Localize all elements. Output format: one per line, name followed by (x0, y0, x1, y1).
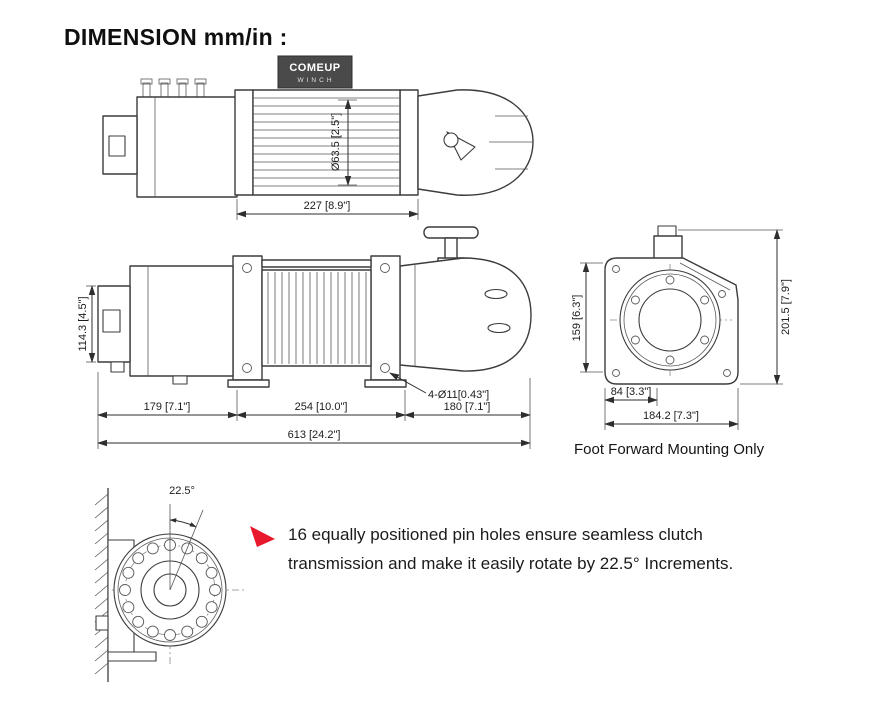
page-title: DIMENSION mm/in : (64, 24, 288, 50)
dim-seg-left-label: 179 [7.1"] (144, 401, 191, 413)
dim-end-outer-width-label: 184.2 [7.3"] (643, 410, 699, 422)
mount-hole-icon (380, 263, 390, 273)
feature-note-text: 16 equally positioned pin holes ensure s… (288, 525, 734, 573)
dim-end-inner-width-label: 84 [3.3"] (611, 386, 652, 398)
dim-drum-length-label: 227 [8.9"] (304, 200, 351, 212)
dim-rotation-angle-label: 22.5° (169, 485, 195, 497)
dim-side-segments: 179 [7.1"] 254 [10.0"] 180 [7.1"] (97, 372, 531, 449)
feature-note: 16 equally positioned pin holes ensure s… (250, 521, 750, 579)
brand-logo-plate: COMEUP WINCH (277, 55, 353, 89)
dim-mount-holes-label: 4-Ø11[0.43"] (428, 389, 489, 401)
end-view-body (604, 225, 739, 385)
drum-side (227, 255, 407, 388)
drum-top (234, 89, 419, 196)
dim-drum-diameter: Ø63.5 [2.5"] (330, 99, 357, 186)
dim-seg-center-label: 254 [10.0"] (295, 401, 348, 413)
dim-overall-label: 613 [24.2"] (288, 429, 341, 441)
clutch-housing-top (417, 89, 534, 196)
dim-overall-length: 613 [24.2"] (97, 429, 531, 447)
dim-side-height-label: 114.3 [4.5"] (77, 296, 89, 351)
logo-brand-text: COMEUP (289, 62, 340, 74)
motor-side (97, 265, 234, 385)
dim-end-widths: 84 [3.3"] 184.2 [7.3"] (604, 386, 739, 430)
dim-end-inner-height-label: 159 [6.3"] (571, 295, 583, 342)
dim-end-outer-height-label: 201.5 [7.9"] (780, 279, 792, 335)
logo-sub-text: WINCH (297, 77, 334, 84)
winch-top-view: COMEUP WINCH Ø63.5 [2.5"] 227 [8.9"] (102, 55, 534, 220)
foot-forward-caption: Foot Forward Mounting Only (574, 441, 765, 458)
mount-hole-icon (242, 263, 252, 273)
dim-seg-right-label: 180 [7.1"] (444, 401, 491, 413)
winch-end-view: 159 [6.3"] 201.5 [7.9"] 84 [3.3"] 184.2 … (571, 225, 792, 430)
dim-drum-diameter-label: Ø63.5 [2.5"] (330, 113, 342, 171)
dim-end-outer-height: 201.5 [7.9"] (678, 229, 792, 385)
mount-hole-icon (242, 363, 252, 373)
winch-side-view: 114.3 [4.5"] 4-Ø11[0.43"] 179 [7.1"] 254… (77, 226, 532, 449)
red-arrow-icon (250, 526, 275, 547)
clutch-housing-side (399, 257, 532, 372)
dim-end-inner-height: 159 [6.3"] (571, 262, 603, 373)
motor-assembly-top (102, 78, 238, 198)
dim-side-height: 114.3 [4.5"] (77, 285, 96, 363)
dim-rotation-angle: 22.5° (169, 485, 204, 591)
dim-mount-holes: 4-Ø11[0.43"] (389, 372, 489, 401)
mount-hole-icon (380, 363, 390, 373)
dim-drum-length: 227 [8.9"] (236, 199, 419, 220)
clutch-detail-view: 22.5° (94, 485, 246, 682)
